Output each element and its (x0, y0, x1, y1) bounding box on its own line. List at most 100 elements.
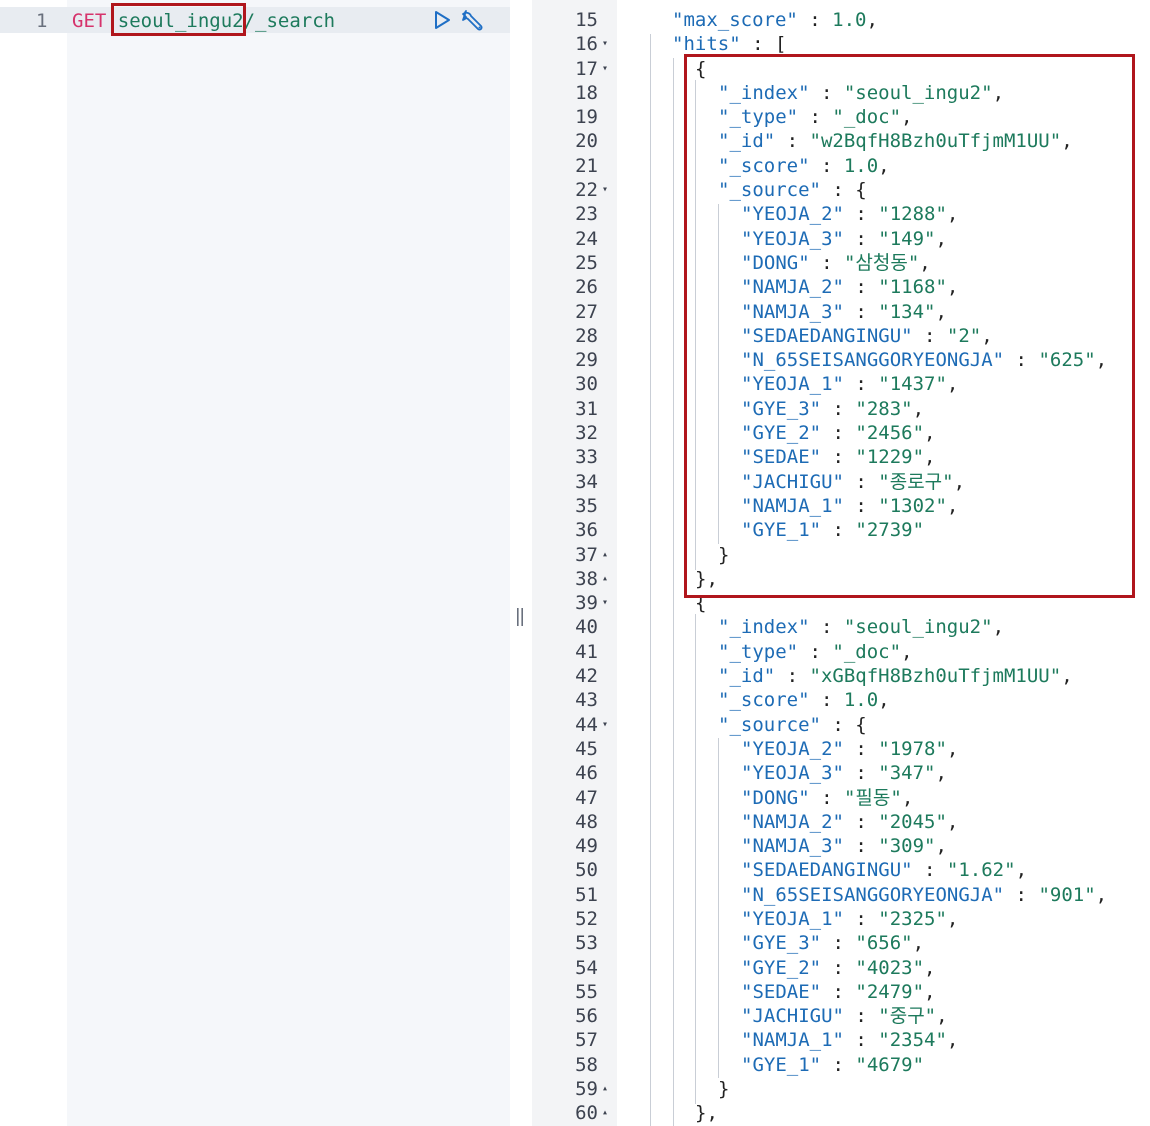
response-lines: 15"max_score" : 1.0,16▾"hits" : [17▾{18"… (532, 8, 1150, 1126)
line-number: 47 (575, 786, 598, 809)
indent-guide (650, 34, 651, 1126)
request-editor-area[interactable] (67, 0, 510, 1126)
code-text: "JACHIGU" : "종로구", (741, 470, 966, 493)
fold-expand-icon[interactable]: ▴ (602, 1107, 609, 1119)
code-text: } (718, 1077, 729, 1101)
json-key: "NAMJA_1" (741, 494, 844, 517)
line-number: 58 (575, 1053, 598, 1076)
code-text: "_score" : 1.0, (718, 689, 890, 712)
line-number: 33 (575, 446, 598, 469)
json-value: 1.0 (832, 9, 867, 31)
json-key: "YEOJA_1" (741, 907, 844, 930)
fold-collapse-icon[interactable]: ▾ (602, 38, 609, 50)
json-key: "_index" (718, 81, 810, 104)
json-value: "2739" (855, 519, 925, 542)
response-line: 37▴} (532, 543, 1150, 567)
json-key: "SEDAE" (741, 446, 822, 469)
response-line: 46"YEOJA_3" : "347", (532, 761, 1150, 785)
code-text: "SEDAE" : "2479", (741, 980, 936, 1003)
code-text: } (718, 543, 729, 567)
fold-collapse-icon[interactable]: ▾ (602, 718, 609, 730)
json-key: "_index" (718, 616, 810, 639)
response-line: 51"N_65SEISANGGORYEONGJA" : "901", (532, 883, 1150, 907)
json-value: "347" (878, 762, 936, 785)
line-number: 23 (575, 203, 598, 226)
json-value: "1302" (878, 494, 947, 517)
json-value: "656" (855, 932, 913, 955)
request-text[interactable]: GET seoul_ingu2/_search (72, 8, 335, 34)
line-number: 60 (575, 1102, 598, 1125)
json-key: "hits" (672, 33, 741, 56)
code-text: "max_score" : 1.0, (672, 9, 878, 31)
json-value: "1437" (878, 373, 947, 396)
response-line: 54"GYE_2" : "4023", (532, 956, 1150, 980)
line-number: 21 (575, 154, 598, 177)
json-value: "2354" (878, 1029, 947, 1052)
response-line: 24 "YEOJA_3" : "149", (532, 227, 1150, 251)
line-number: 29 (575, 349, 598, 372)
json-key: "GYE_2" (741, 956, 822, 979)
resize-handle-icon[interactable] (515, 606, 525, 628)
fold-expand-icon[interactable]: ▴ (602, 572, 609, 584)
json-key: "_source" (718, 179, 821, 202)
response-line: 32"GYE_2" : "2456", (532, 421, 1150, 445)
response-line: 45"YEOJA_2" : "1978", (532, 737, 1150, 761)
json-value: "309" (878, 835, 936, 858)
fold-collapse-icon[interactable]: ▾ (602, 184, 609, 196)
code-text: "hits" : [ (672, 33, 787, 56)
line-number: 43 (575, 689, 598, 712)
request-line-active[interactable] (0, 7, 510, 33)
json-key: "_score" (718, 154, 810, 177)
code-text: "N_65SEISANGGORYEONGJA" : "625", (741, 349, 1108, 372)
response-line: 16▾"hits" : [ (532, 32, 1150, 56)
response-line: 22▾"_source" : { (532, 178, 1150, 202)
code-text: }, (695, 1102, 718, 1125)
code-text: "SEDAEDANGINGU" : "2", (741, 324, 993, 347)
code-text: "YEOJA_3" : "347", (741, 762, 947, 785)
json-key: "GYE_1" (741, 1053, 822, 1076)
pane-splitter[interactable] (510, 0, 532, 1126)
response-line: 60 ▴}, (532, 1101, 1150, 1125)
code-text: "_source" : { (718, 179, 867, 202)
json-value: { (695, 57, 707, 80)
code-text: "YEOJA_3" : "149", (741, 227, 947, 250)
wrench-icon[interactable] (460, 9, 486, 33)
response-line: 29 "N_65SEISANGGORYEONGJA" : "625", (532, 348, 1150, 372)
json-value: "2" (946, 324, 982, 347)
json-value: "625" (1038, 349, 1096, 372)
code-text: "GYE_2" : "4023", (741, 956, 936, 979)
json-value: [ (774, 33, 787, 56)
request-editor[interactable]: 1 GET seoul_ingu2/_search (0, 0, 510, 1126)
code-text: "NAMJA_2" : "2045", (741, 810, 959, 833)
line-number: 48 (575, 810, 598, 833)
fold-expand-icon[interactable]: ▴ (602, 548, 609, 560)
json-value: "4679" (855, 1053, 925, 1076)
line-number: 39 (575, 592, 598, 615)
json-value: "1288" (878, 203, 947, 226)
code-text: "YEOJA_1" : "2325", (741, 907, 959, 930)
response-line: 19"_type" : "_doc", (532, 105, 1150, 129)
response-line: 34"JACHIGU" : "종로구", (532, 470, 1150, 494)
line-number: 27 (575, 300, 598, 323)
json-value: "2045" (878, 810, 947, 833)
code-text: "N_65SEISANGGORYEONGJA" : "901", (741, 883, 1108, 906)
line-number: 19 (575, 106, 598, 129)
fold-collapse-icon[interactable]: ▾ (602, 597, 609, 609)
line-number: 57 (575, 1029, 598, 1052)
code-text: }, (695, 567, 718, 590)
json-key: "NAMJA_3" (741, 300, 844, 323)
fold-expand-icon[interactable]: ▴ (602, 1083, 609, 1095)
fold-collapse-icon[interactable]: ▾ (602, 62, 609, 74)
play-triangle-icon[interactable] (432, 10, 452, 30)
line-number: 26 (575, 276, 598, 299)
code-text: "NAMJA_1" : "2354", (741, 1029, 959, 1052)
code-text: "SEDAEDANGINGU" : "1.62", (741, 859, 1028, 882)
response-line: 30"YEOJA_1" : "1437", (532, 372, 1150, 396)
line-number: 56 (575, 1005, 598, 1028)
response-line: 17▾{ (532, 57, 1150, 81)
line-number: 24 (575, 227, 598, 250)
response-viewer[interactable]: 15"max_score" : 1.0,16▾"hits" : [17▾{18"… (532, 0, 1150, 1126)
response-line: 36"GYE_1" : "2739" (532, 518, 1150, 542)
json-value: "종로구" (878, 470, 954, 493)
response-line: 41"_type" : "_doc", (532, 640, 1150, 664)
